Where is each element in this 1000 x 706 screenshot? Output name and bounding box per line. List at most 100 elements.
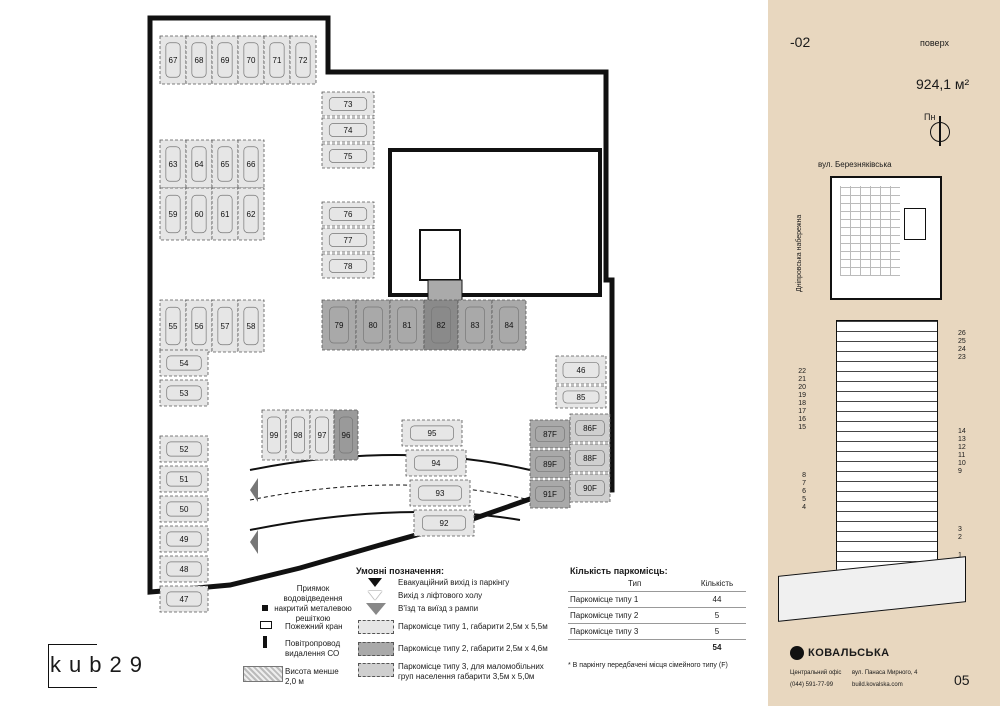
parking-space[interactable]: 69 <box>211 35 239 85</box>
ramp-path-2 <box>249 484 531 501</box>
parking-space[interactable]: 63 <box>159 139 187 189</box>
parking-space[interactable]: 53 <box>159 379 209 407</box>
car-icon <box>243 306 259 346</box>
developer-logo-icon <box>790 646 804 660</box>
parking-space-number: 80 <box>369 321 378 330</box>
parking-space[interactable]: 61 <box>211 187 239 241</box>
row-count: 44 <box>688 591 746 608</box>
parking-space[interactable]: 70 <box>237 35 265 85</box>
parking-space[interactable]: 46 <box>555 355 607 385</box>
parking-space-outline <box>159 349 209 377</box>
parking-space[interactable]: 86F <box>569 413 611 443</box>
car-icon <box>562 390 600 404</box>
parking-space[interactable]: 66 <box>237 139 265 189</box>
parking-space[interactable]: 94 <box>405 449 467 477</box>
parking-space[interactable]: 59 <box>159 187 187 241</box>
car-icon <box>166 561 202 577</box>
parking-space-number: 64 <box>195 160 204 169</box>
parking-space[interactable]: 76 <box>321 201 375 227</box>
minimap-core <box>904 208 926 240</box>
parking-space[interactable]: 51 <box>159 465 209 493</box>
parking-space[interactable]: 78 <box>321 253 375 279</box>
ramp-path <box>249 454 531 471</box>
parking-space[interactable]: 48 <box>159 555 209 583</box>
website-link[interactable]: build.kovalska.com <box>852 682 903 688</box>
parking-space[interactable]: 96 <box>333 409 359 461</box>
parking-space[interactable]: 71 <box>263 35 291 85</box>
parking-space[interactable]: 83 <box>457 299 493 351</box>
parking-space[interactable]: 85 <box>555 385 607 409</box>
row-type: Паркомісце типу 1 <box>568 591 689 608</box>
page-number: 05 <box>954 672 970 688</box>
parking-space[interactable]: 79 <box>321 299 357 351</box>
car-icon <box>243 194 259 234</box>
parking-space[interactable]: 57 <box>211 299 239 353</box>
type3-swatch <box>358 663 394 677</box>
parking-space[interactable]: 77 <box>321 227 375 253</box>
parking-space[interactable]: 64 <box>185 139 213 189</box>
legend-evac-label: Евакуаційний вихід із паркінгу <box>398 578 510 587</box>
parking-space[interactable]: 67 <box>159 35 187 85</box>
parking-space[interactable]: 55 <box>159 299 187 353</box>
parking-space[interactable]: 82 <box>423 299 459 351</box>
parking-space-outline <box>321 299 357 351</box>
parking-space-outline <box>159 187 187 241</box>
parking-space[interactable]: 50 <box>159 495 209 523</box>
parking-space-number: 88F <box>583 454 597 463</box>
parking-space[interactable]: 93 <box>409 479 471 507</box>
floor-gap <box>958 476 966 526</box>
parking-space[interactable]: 62 <box>237 187 265 241</box>
parking-space-number: 94 <box>432 459 441 468</box>
tower-body <box>836 320 938 572</box>
parking-space[interactable]: 65 <box>211 139 239 189</box>
parking-space-outline <box>423 299 459 351</box>
parking-space[interactable]: 81 <box>389 299 425 351</box>
parking-space[interactable]: 84 <box>491 299 527 351</box>
tower-podium <box>778 556 966 622</box>
row-count: 5 <box>688 607 746 624</box>
parking-space-outline <box>159 495 209 523</box>
parking-space-number: 78 <box>344 262 353 271</box>
car-icon <box>165 146 181 182</box>
parking-space[interactable]: 99 <box>261 409 287 461</box>
legend-ramp-label: В'їзд та виїзд з рампи <box>398 604 479 613</box>
parking-space-number: 60 <box>195 210 204 219</box>
parking-space[interactable]: 58 <box>237 299 265 353</box>
tower-illustration <box>816 320 946 572</box>
parking-space[interactable]: 90F <box>569 473 611 503</box>
parking-space[interactable]: 52 <box>159 435 209 463</box>
parking-space[interactable]: 80 <box>355 299 391 351</box>
parking-space[interactable]: 91F <box>529 479 571 509</box>
car-icon <box>328 123 368 137</box>
floor-tag: 25 <box>958 338 966 345</box>
parking-space[interactable]: 73 <box>321 91 375 117</box>
parking-space-outline <box>321 117 375 143</box>
car-icon <box>363 306 383 344</box>
floor-tag: 14 <box>958 428 966 435</box>
parking-space[interactable]: 89F <box>529 449 571 479</box>
parking-space[interactable]: 54 <box>159 349 209 377</box>
parking-space[interactable]: 75 <box>321 143 375 169</box>
parking-space[interactable]: 72 <box>289 35 317 85</box>
parking-space[interactable]: 47 <box>159 585 209 613</box>
parking-space-outline <box>159 35 187 85</box>
parking-space[interactable]: 60 <box>185 187 213 241</box>
floor-tag: 17 <box>798 408 806 415</box>
parking-space[interactable]: 74 <box>321 117 375 143</box>
parking-space[interactable]: 95 <box>401 419 463 447</box>
parking-space[interactable]: 88F <box>569 443 611 473</box>
parking-space[interactable]: 92 <box>413 509 475 537</box>
parking-space-number: 72 <box>299 56 308 65</box>
parking-space[interactable]: 97 <box>309 409 335 461</box>
parking-space[interactable]: 49 <box>159 525 209 553</box>
parking-space[interactable]: 56 <box>185 299 213 353</box>
parking-space-number: 84 <box>505 321 514 330</box>
parking-space[interactable]: 98 <box>285 409 311 461</box>
parking-space[interactable]: 68 <box>185 35 213 85</box>
legend-co-duct-label: Повітропровод видалення СО <box>285 639 341 658</box>
car-icon <box>217 146 233 182</box>
parking-space[interactable]: 87F <box>529 419 571 449</box>
parking-space-outline <box>211 35 239 85</box>
car-icon <box>191 306 207 346</box>
